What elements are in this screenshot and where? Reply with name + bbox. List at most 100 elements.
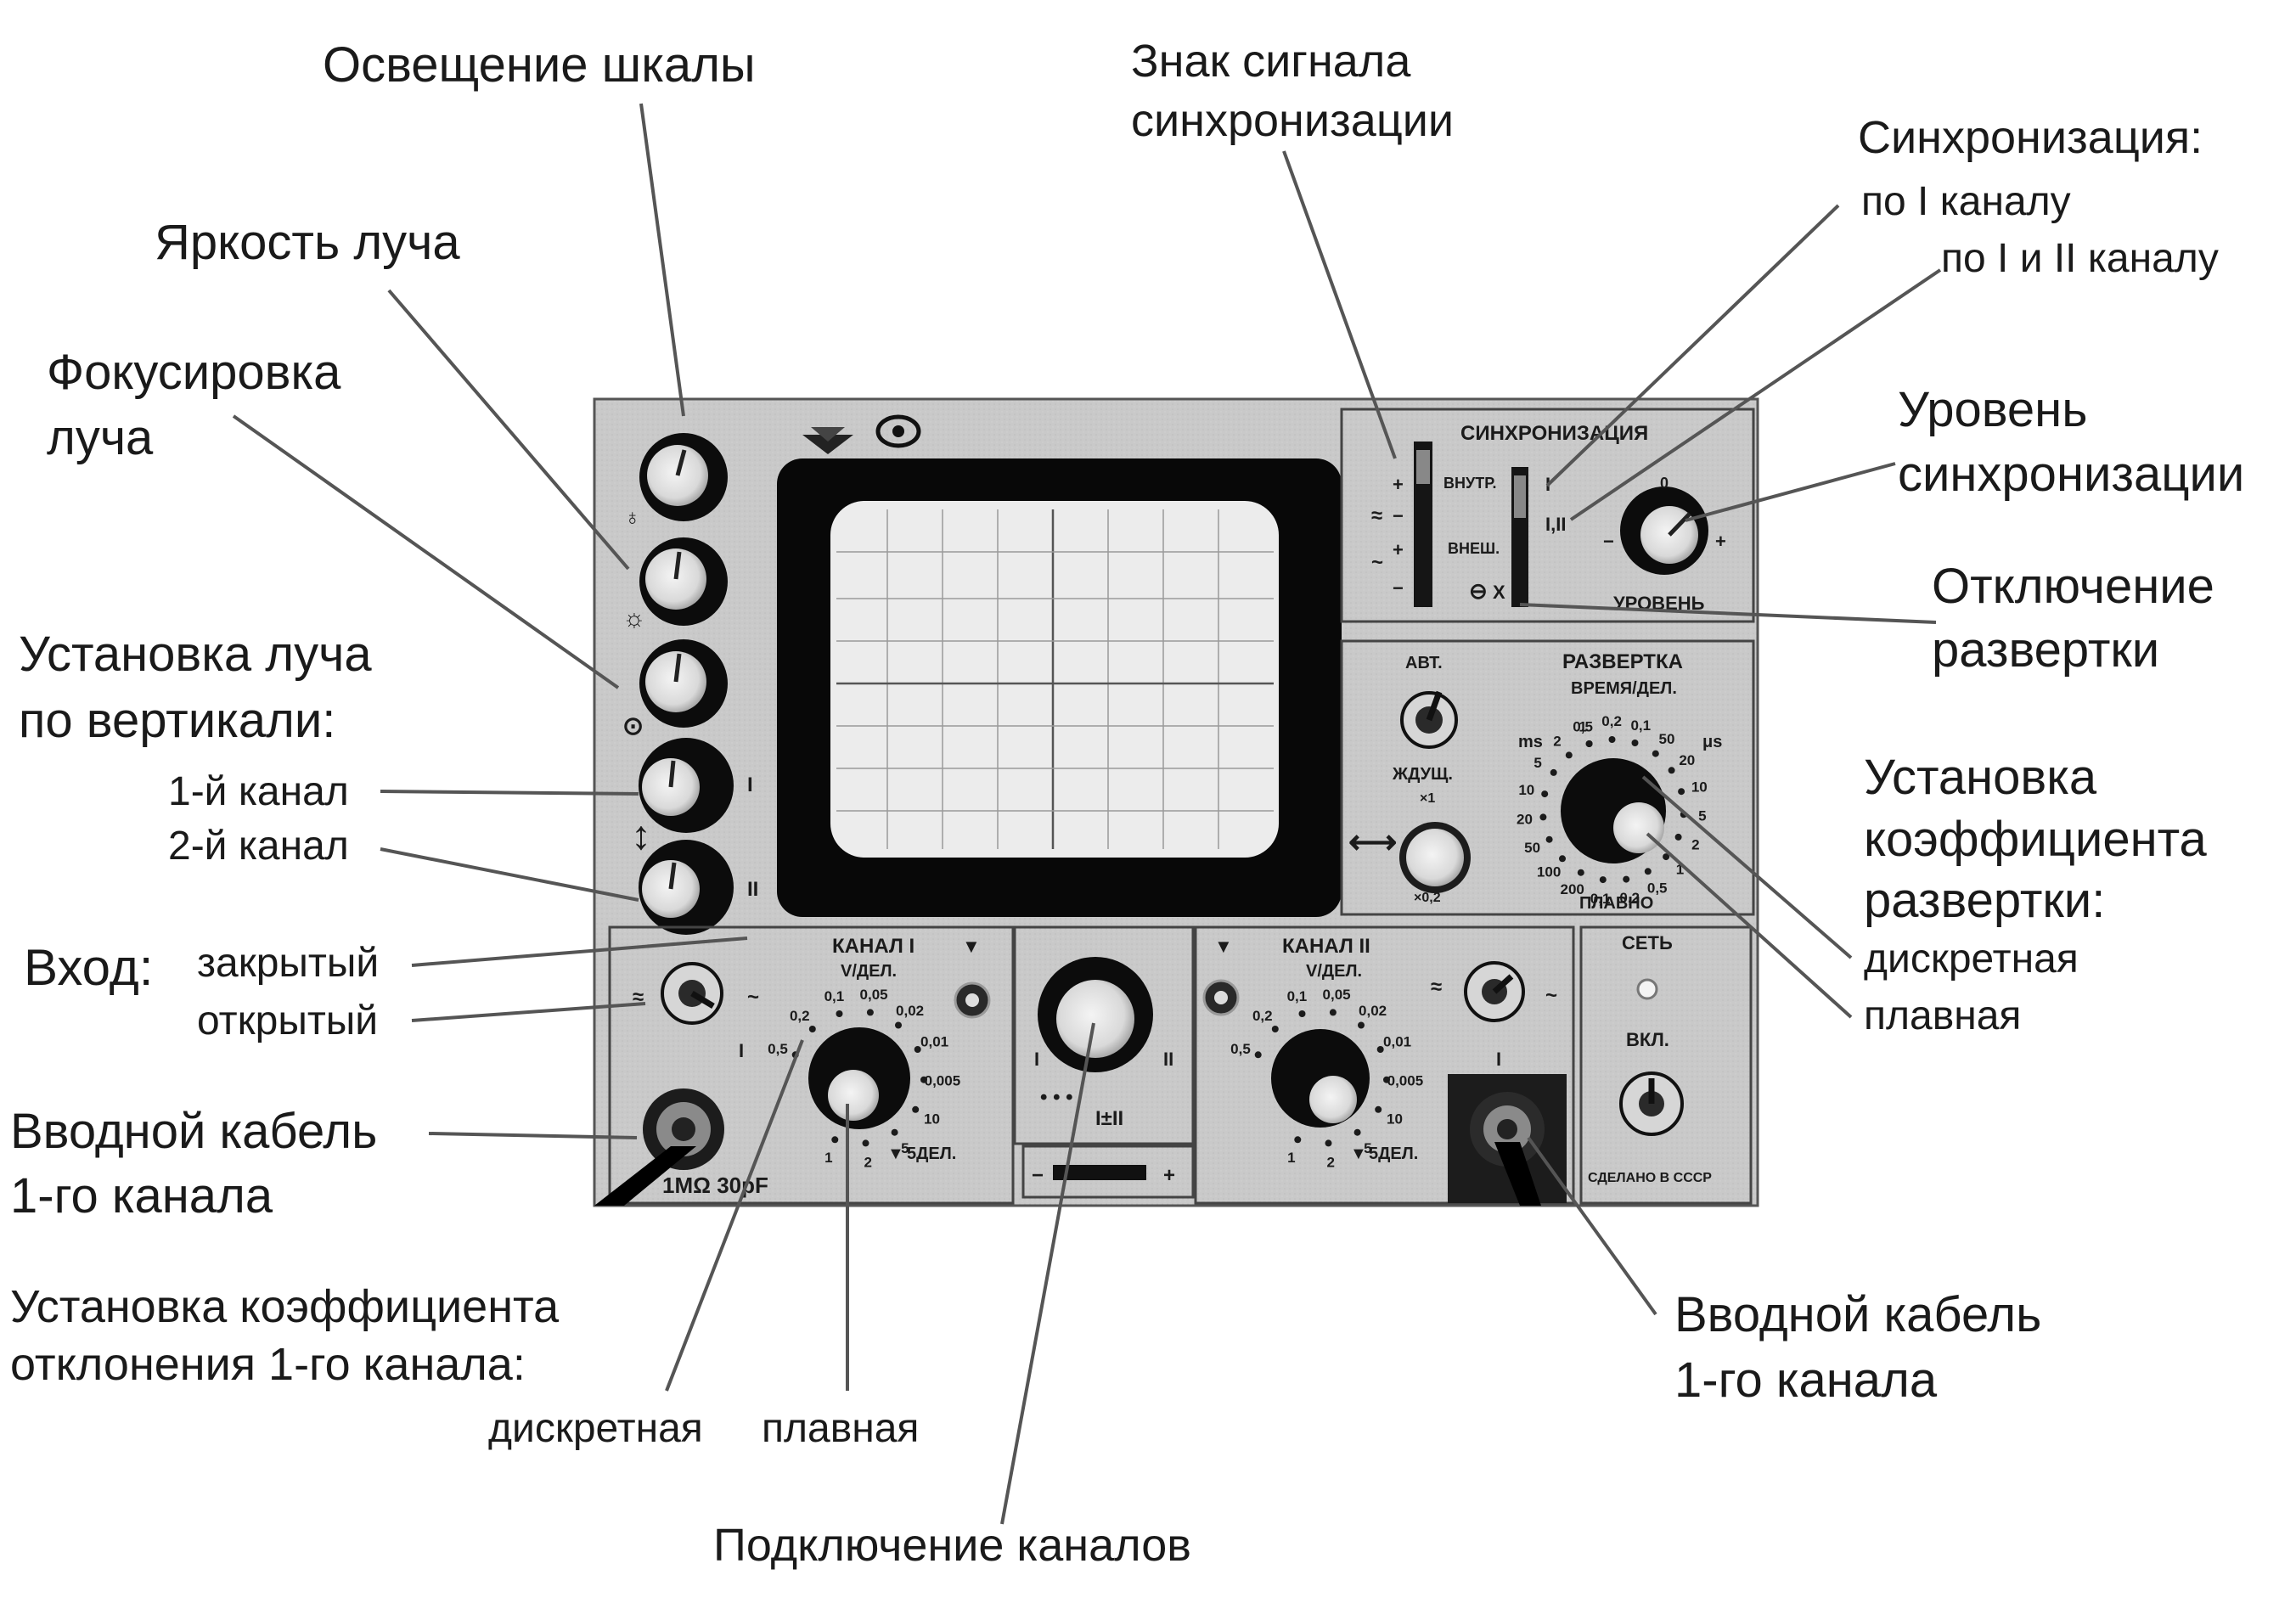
horizontal-pos-knob[interactable] (1399, 822, 1471, 893)
auto-label: АВТ. (1405, 654, 1443, 672)
leader-sync-ch1 (1545, 204, 1840, 487)
label-sync-title: Синхронизация: (1858, 112, 2203, 163)
sync-level-knob[interactable] (1620, 487, 1708, 575)
sweep-scale-label-7: 2 (1691, 836, 1699, 852)
ch2-scale-label-dot-9 (1325, 1139, 1332, 1147)
on-label: ВКЛ. (1626, 1029, 1669, 1050)
left-knob-column: ♁ ☼ ⊙ I ↕ II (622, 433, 758, 935)
ch1-deflection-knob[interactable] (808, 1027, 910, 1129)
ch1-scale-label-0: 0,5 (768, 1041, 788, 1057)
ch2-scale-label-0: 0,5 (1230, 1041, 1251, 1057)
ch2-scale-label-dot-4 (1358, 1021, 1365, 1029)
waiting-label: ЖДУЩ. (1392, 765, 1453, 784)
vertical-pos-ch1-knob[interactable] (639, 738, 734, 833)
sync-source-switch[interactable] (1511, 467, 1528, 607)
ch2-header: КАНАЛ II (1282, 935, 1370, 958)
label-deflection-2: отклонения 1-го канала: (10, 1339, 526, 1390)
sync-sign-switch[interactable] (1414, 442, 1432, 607)
sweep-coef-knob[interactable] (1561, 758, 1666, 863)
focus-knob[interactable] (639, 639, 728, 728)
label-vertical-1: Установка луча (19, 627, 372, 682)
sync-minus-bottom: − (1393, 577, 1404, 599)
label-sync-level-1: Уровень (1898, 382, 2087, 437)
ch1-vdiv-label: V/ДЕЛ. (841, 962, 897, 981)
sweep-header: РАЗВЕРТКА (1562, 650, 1683, 673)
vertical-pos-ch2-knob[interactable] (639, 840, 734, 935)
ch1-scale-label-dot-5 (914, 1046, 921, 1053)
ch1-input-coupling-toggle[interactable] (661, 962, 723, 1025)
label-sync-sign-1: Знак сигнала (1131, 36, 1411, 87)
sweep-scale-label-dot-3 (1652, 750, 1659, 757)
sweep-scale-label-dot-14 (1545, 835, 1553, 843)
label-sweep-coef-2: коэффициента (1864, 812, 2208, 867)
balance-minus: − (1032, 1164, 1044, 1187)
ch2-scale-label-2: 0,1 (1287, 988, 1308, 1004)
leader-sweep-off (1519, 603, 1937, 624)
sync-pos-i-ii: I,II (1545, 514, 1566, 535)
ch2-scale-label-7: 10 (1387, 1111, 1403, 1128)
sync-plus-top: + (1393, 474, 1404, 495)
ch1-scale-label-dot-4 (895, 1021, 902, 1029)
mode-section: I II • • • I±II − + (1013, 925, 1195, 1199)
leader-sync-sign (1282, 150, 1397, 459)
sweep-scale-label-dot-18 (1565, 751, 1573, 759)
ch2-indicator-lamp (1202, 979, 1240, 1016)
sync-ext-label: ВНЕШ. (1448, 540, 1500, 557)
sweep-mode-toggle[interactable] (1400, 690, 1458, 749)
ch1-scale-label-dot-9 (862, 1139, 869, 1147)
leader-brightness (387, 289, 630, 571)
sweep-scale-label-9: 0,5 (1647, 880, 1668, 896)
label-vertical-2: по вертикали: (19, 693, 335, 748)
sweep-section: РАЗВЕРТКА ВРЕМЯ/ДЕЛ. АВТ. ЖДУЩ. ×1 ×0,2 … (1340, 639, 1755, 916)
screen-graticule (836, 509, 1274, 849)
ch2-tilde: ~ (1545, 984, 1557, 1007)
ch2-deflection-knob[interactable] (1271, 1029, 1370, 1128)
leader-sync-level (1685, 462, 1896, 522)
sweep-scale-label-17: 5 (1533, 755, 1541, 771)
ch2-scale-label-5: 0,01 (1383, 1034, 1411, 1050)
level-minus: − (1603, 531, 1614, 552)
scale-light-knob[interactable] (639, 433, 728, 521)
sweep-scale-label-8: 1 (1676, 862, 1684, 878)
leader-input-closed (411, 936, 748, 967)
channel-mode-knob[interactable] (1038, 957, 1153, 1072)
balance-slider[interactable] (1053, 1165, 1146, 1180)
ch2-vdiv-label: V/ДЕЛ. (1306, 962, 1362, 981)
ch1-scale-label-10: 1 (824, 1150, 832, 1166)
ch1-roman-i: I (739, 1040, 744, 1061)
focus-icon: ⊙ (622, 712, 644, 740)
knob-i-label: I (747, 773, 753, 796)
ch2-input-connector[interactable] (1448, 1074, 1567, 1206)
ch1-scale-label-2: 0,1 (824, 988, 845, 1004)
label-brightness: Яркость луча (155, 215, 460, 270)
mode-dots: • • • (1040, 1086, 1073, 1109)
leader-vertical-ch2 (380, 847, 639, 902)
label-sweep-discrete: дискретная (1864, 936, 2079, 981)
sweep-scale-label-dot-7 (1674, 833, 1682, 841)
mode-label: I±II (1095, 1107, 1123, 1130)
sweep-scale-label-19: 1 (1578, 718, 1586, 734)
sweep-scale-label-dot-10 (1623, 875, 1630, 883)
ch1-input-connector[interactable] (594, 1088, 724, 1206)
ch1-scale-label-9: 2 (864, 1154, 871, 1170)
label-sweep-off-2: развертки (1932, 622, 2159, 678)
balance-plus: + (1163, 1164, 1175, 1187)
brightness-knob[interactable] (639, 537, 728, 626)
horizontal-arrow-icon: ⟷ (1348, 824, 1397, 861)
ch2-input-coupling-toggle[interactable] (1464, 961, 1525, 1022)
label-sweep-coef-1: Установка (1864, 750, 2097, 805)
power-switch[interactable] (1619, 1071, 1684, 1136)
leader-scale-light (639, 103, 685, 417)
ch2-scale-label-dot-8 (1353, 1128, 1361, 1136)
label-deflection-discrete: дискретная (488, 1406, 703, 1451)
ch2-scale-label-8: 5 (1364, 1140, 1371, 1156)
sweep-scale-label-dot-16 (1541, 790, 1549, 798)
ch1-scale-label-dot-2 (836, 1010, 843, 1017)
sweep-smooth-label: ПЛАВНО (1579, 894, 1653, 913)
sweep-scale-label-dot-11 (1599, 876, 1607, 884)
ch1-scale-label-dot-6 (920, 1076, 927, 1083)
sync-tilde: ~ (1371, 551, 1383, 574)
